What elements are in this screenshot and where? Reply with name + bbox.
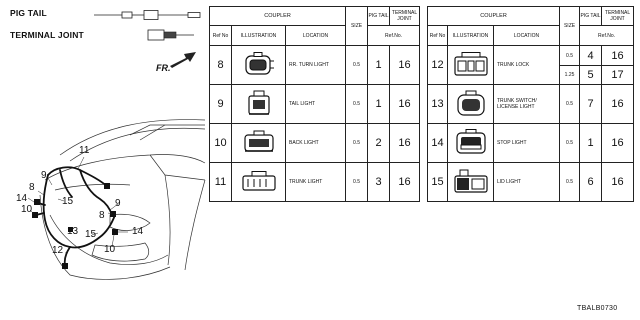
diagram-code: TBALB0730 — [577, 305, 618, 312]
callout-15-left: 15 — [62, 196, 74, 207]
size-header: SIZE — [345, 6, 369, 46]
ref-number: 12 — [427, 45, 448, 85]
location-text: BACK LIGHT — [284, 123, 347, 163]
location-text: TRUNK SWITCH/ LICENSE LIGHT — [492, 84, 561, 124]
table-row: 8 RR. TURN LIGHT 0.5 1 16 — [209, 45, 421, 85]
illustration-header: ILLUSTRATION — [447, 25, 494, 46]
callout-10-left: 10 — [21, 204, 33, 215]
callout-8-right: 8 — [99, 210, 105, 221]
size-header: SIZE — [559, 6, 581, 46]
connector-12-icon — [453, 52, 488, 76]
table-row: 11 TRUNK LIGHT 0.5 3 16 — [209, 162, 421, 202]
ref-no-right-header: Ref.No. — [579, 25, 635, 46]
table-row: 13 TRUNK SWITCH/ LICENSE LIGHT 0.5 7 16 — [427, 84, 635, 124]
table-row: 14 STOP LIGHT 0.5 1 16 — [427, 123, 635, 163]
ref-number: 13 — [427, 84, 448, 124]
size-value: 0.5 — [559, 45, 581, 66]
table-row: 15 LID LIGHT 0.5 6 16 — [427, 162, 635, 202]
ref-number: 10 — [209, 123, 232, 163]
location-text: RR. TURN LIGHT — [284, 45, 347, 85]
terminal-joint-header: TERMINAL JOINT — [601, 6, 635, 26]
callout-14-left: 14 — [16, 193, 28, 204]
size-value: 0.5 — [345, 123, 369, 163]
illustration-header: ILLUSTRATION — [231, 25, 286, 46]
coupler-table-right: COUPLER SIZE PIG TAIL TERMINAL JOINT Ref… — [426, 6, 635, 202]
connector-15-icon — [453, 169, 488, 193]
forward-arrow-icon — [170, 52, 196, 68]
callout-15-right: 15 — [85, 229, 97, 240]
connector-13-icon — [456, 90, 485, 116]
ref-number: 14 — [427, 123, 448, 163]
terminal-joint-value: 16 — [389, 84, 421, 124]
vehicle-harness-illustration — [27, 119, 206, 280]
pig-tail-header: PIG TAIL — [367, 6, 391, 26]
size-value: 1.25 — [559, 65, 581, 85]
table-row: 9 TAIL LIGHT 0.5 1 16 — [209, 84, 421, 124]
size-value: 0.5 — [345, 162, 369, 202]
pig-tail-value: 1 — [579, 123, 603, 163]
pig-tail-value: 2 — [367, 123, 391, 163]
callout-9-right: 9 — [115, 198, 121, 209]
location-text: LID LIGHT — [492, 162, 561, 202]
legend-pig-tail-label: PIG TAIL — [10, 8, 47, 18]
terminal-joint-value: 16 — [389, 123, 421, 163]
location-header: LOCATION — [492, 25, 561, 46]
size-value: 0.5 — [345, 84, 369, 124]
connector-11-icon — [241, 171, 276, 191]
coupler-header: COUPLER — [208, 6, 347, 26]
table-row: 12 TRUNK LOCK 0.5 4 16 — [427, 45, 635, 85]
terminal-joint-value: 16 — [389, 162, 421, 202]
terminal-joint-icon — [147, 29, 194, 41]
pig-tail-value: 3 — [367, 162, 391, 202]
ref-no-right-header: Ref.No. — [367, 25, 421, 46]
location-text: TRUNK LOCK — [492, 45, 561, 85]
connector-10-icon — [243, 130, 274, 152]
pig-tail-value: 5 — [579, 65, 603, 85]
pig-tail-value: 1 — [367, 84, 391, 124]
callout-14-right: 14 — [132, 226, 144, 237]
location-text: STOP LIGHT — [492, 123, 561, 163]
ref-number: 11 — [209, 162, 232, 202]
callout-13: 13 — [67, 226, 79, 237]
location-text: TRUNK LIGHT — [284, 162, 347, 202]
pig-tail-value: 1 — [367, 45, 391, 85]
table-row: 10 BACK LIGHT 0.5 2 16 — [209, 123, 421, 163]
size-value: 0.5 — [559, 162, 581, 202]
connector-8-icon — [244, 52, 274, 75]
ref-number: 8 — [209, 45, 232, 85]
pig-tail-icon — [94, 10, 201, 20]
ref-no-header: Ref No — [427, 25, 448, 46]
terminal-joint-value: 16 — [601, 123, 635, 163]
pig-tail-value: 4 — [579, 45, 603, 66]
callout-12: 12 — [52, 245, 64, 256]
callout-8-left: 8 — [29, 182, 35, 193]
pig-tail-header: PIG TAIL — [579, 6, 603, 26]
terminal-joint-value: 16 — [601, 45, 635, 66]
coupler-table-left: COUPLER SIZE PIG TAIL TERMINAL JOINT Ref… — [208, 6, 421, 202]
callout-10-right: 10 — [104, 244, 116, 255]
pig-tail-value: 7 — [579, 84, 603, 124]
terminal-joint-value: 16 — [601, 162, 635, 202]
size-value: 0.5 — [559, 123, 581, 163]
size-value: 0.5 — [345, 45, 369, 85]
size-value: 0.5 — [559, 84, 581, 124]
pig-tail-value: 6 — [579, 162, 603, 202]
ref-no-header: Ref No — [209, 25, 232, 46]
terminal-joint-value: 17 — [601, 65, 635, 85]
ref-number: 9 — [209, 84, 232, 124]
callout-11: 11 — [79, 145, 90, 156]
terminal-joint-value: 16 — [389, 45, 421, 85]
connector-14-icon — [455, 129, 486, 154]
callout-9-left: 9 — [41, 170, 47, 181]
location-text: TAIL LIGHT — [284, 84, 347, 124]
ref-number: 15 — [427, 162, 448, 202]
terminal-joint-header: TERMINAL JOINT — [389, 6, 421, 26]
legend-terminal-joint-label: TERMINAL JOINT — [10, 30, 84, 40]
direction-label: FR. — [156, 63, 171, 73]
connector-9-icon — [247, 90, 270, 115]
terminal-joint-value: 16 — [601, 84, 635, 124]
location-header: LOCATION — [284, 25, 347, 46]
coupler-header: COUPLER — [426, 6, 561, 26]
